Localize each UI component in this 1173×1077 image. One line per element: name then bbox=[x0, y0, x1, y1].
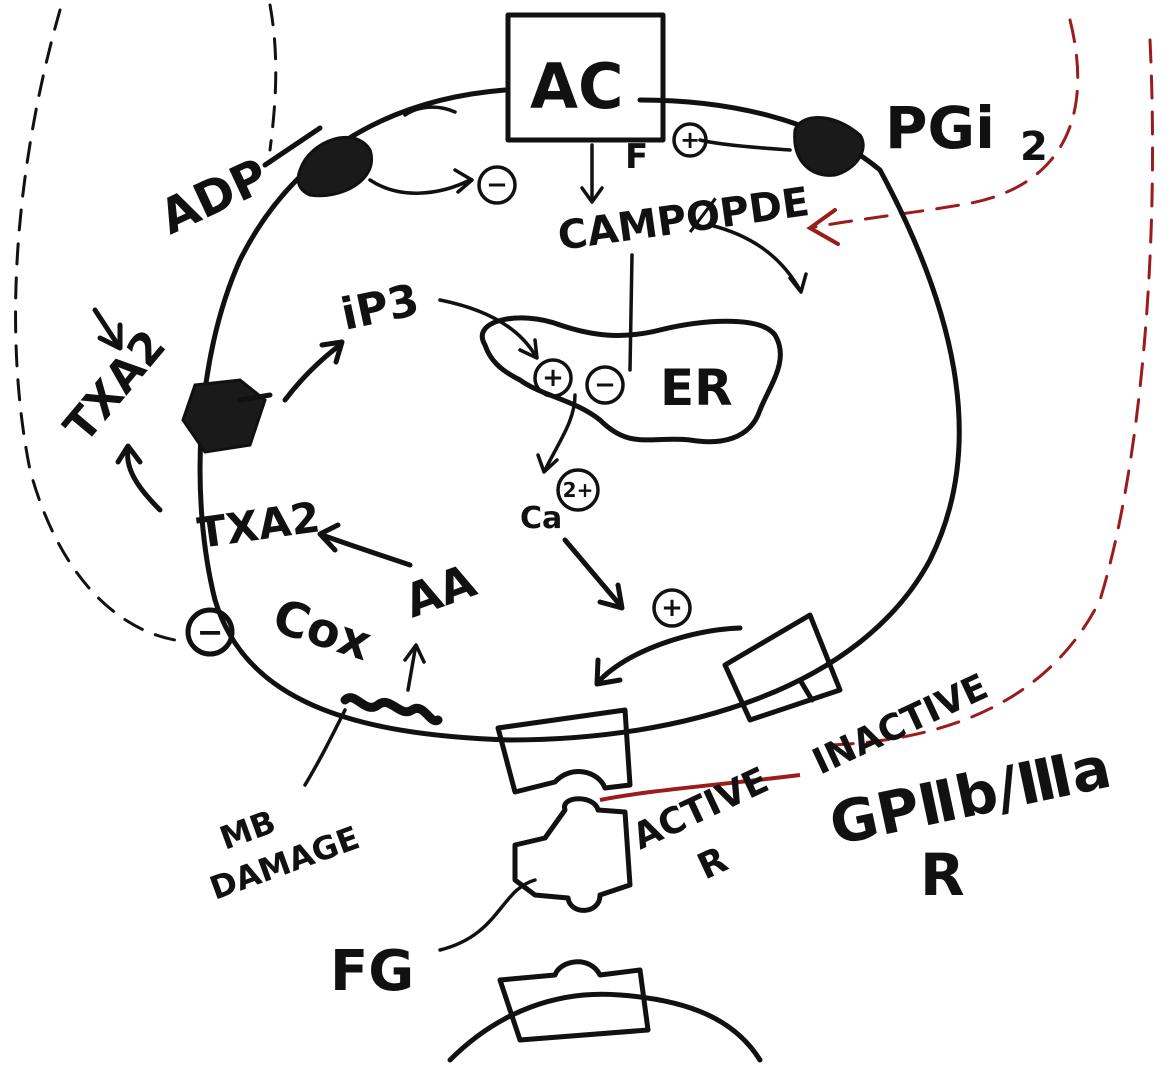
ca-charge-label: 2+ bbox=[563, 478, 594, 502]
er-label: ER bbox=[660, 359, 733, 417]
membrane-damage-zigzag bbox=[345, 698, 438, 721]
er-stimulate-symbol: + bbox=[542, 363, 564, 393]
adp-to-ac-arrow bbox=[370, 180, 470, 193]
fg-connector bbox=[440, 880, 535, 950]
damage-callout-line bbox=[305, 710, 345, 785]
active-label-2: R bbox=[691, 839, 733, 888]
ca-to-plus-arrow bbox=[565, 540, 620, 605]
cox-inhibit-symbol: − bbox=[197, 613, 224, 651]
adp-arrowhead bbox=[455, 170, 472, 192]
receptor-to-ip3-arrow bbox=[285, 345, 340, 400]
adp-receptor bbox=[298, 137, 371, 195]
pgi-to-ac-arrow bbox=[700, 140, 790, 150]
fg-label: FG bbox=[330, 939, 414, 1004]
inactive-to-active-arrow bbox=[600, 628, 740, 680]
adp-inhibit-symbol: − bbox=[486, 170, 508, 200]
txa2-export-arrow bbox=[128, 450, 160, 510]
pgi-to-pde-arrowhead bbox=[810, 210, 838, 244]
ip3-arrowhead bbox=[520, 340, 537, 358]
second-platelet-membrane bbox=[450, 994, 760, 1060]
second-platelet-receptor bbox=[500, 962, 648, 1040]
receptor-r-label: R bbox=[920, 841, 965, 909]
camp-to-er-arrow bbox=[630, 255, 632, 370]
upper-left-loop bbox=[270, 5, 276, 150]
pgi-receptor bbox=[795, 118, 864, 176]
cox-label: Cox bbox=[266, 588, 378, 672]
txa2-inner-label: TXA2 bbox=[195, 492, 323, 558]
ac-label: AC bbox=[530, 50, 623, 123]
left-feedback-loop bbox=[16, 10, 175, 640]
active-label-1: ACTIVE bbox=[626, 760, 774, 858]
er-inhibit-symbol: − bbox=[594, 370, 616, 400]
er-to-ca-arrow bbox=[545, 395, 575, 470]
ip3-label: iP3 bbox=[337, 275, 424, 341]
ca-label: Ca bbox=[520, 501, 562, 536]
pgi-subscript: 2 bbox=[1020, 124, 1048, 170]
pgi-stimulate-symbol: + bbox=[680, 126, 700, 154]
f-label: F bbox=[625, 137, 648, 177]
pgi-label: PGi bbox=[885, 94, 995, 162]
fibrinogen-shape bbox=[515, 799, 630, 911]
txa2-receptor bbox=[183, 380, 265, 452]
receptor-activate-symbol: + bbox=[661, 593, 683, 623]
active-receptor bbox=[498, 710, 630, 792]
